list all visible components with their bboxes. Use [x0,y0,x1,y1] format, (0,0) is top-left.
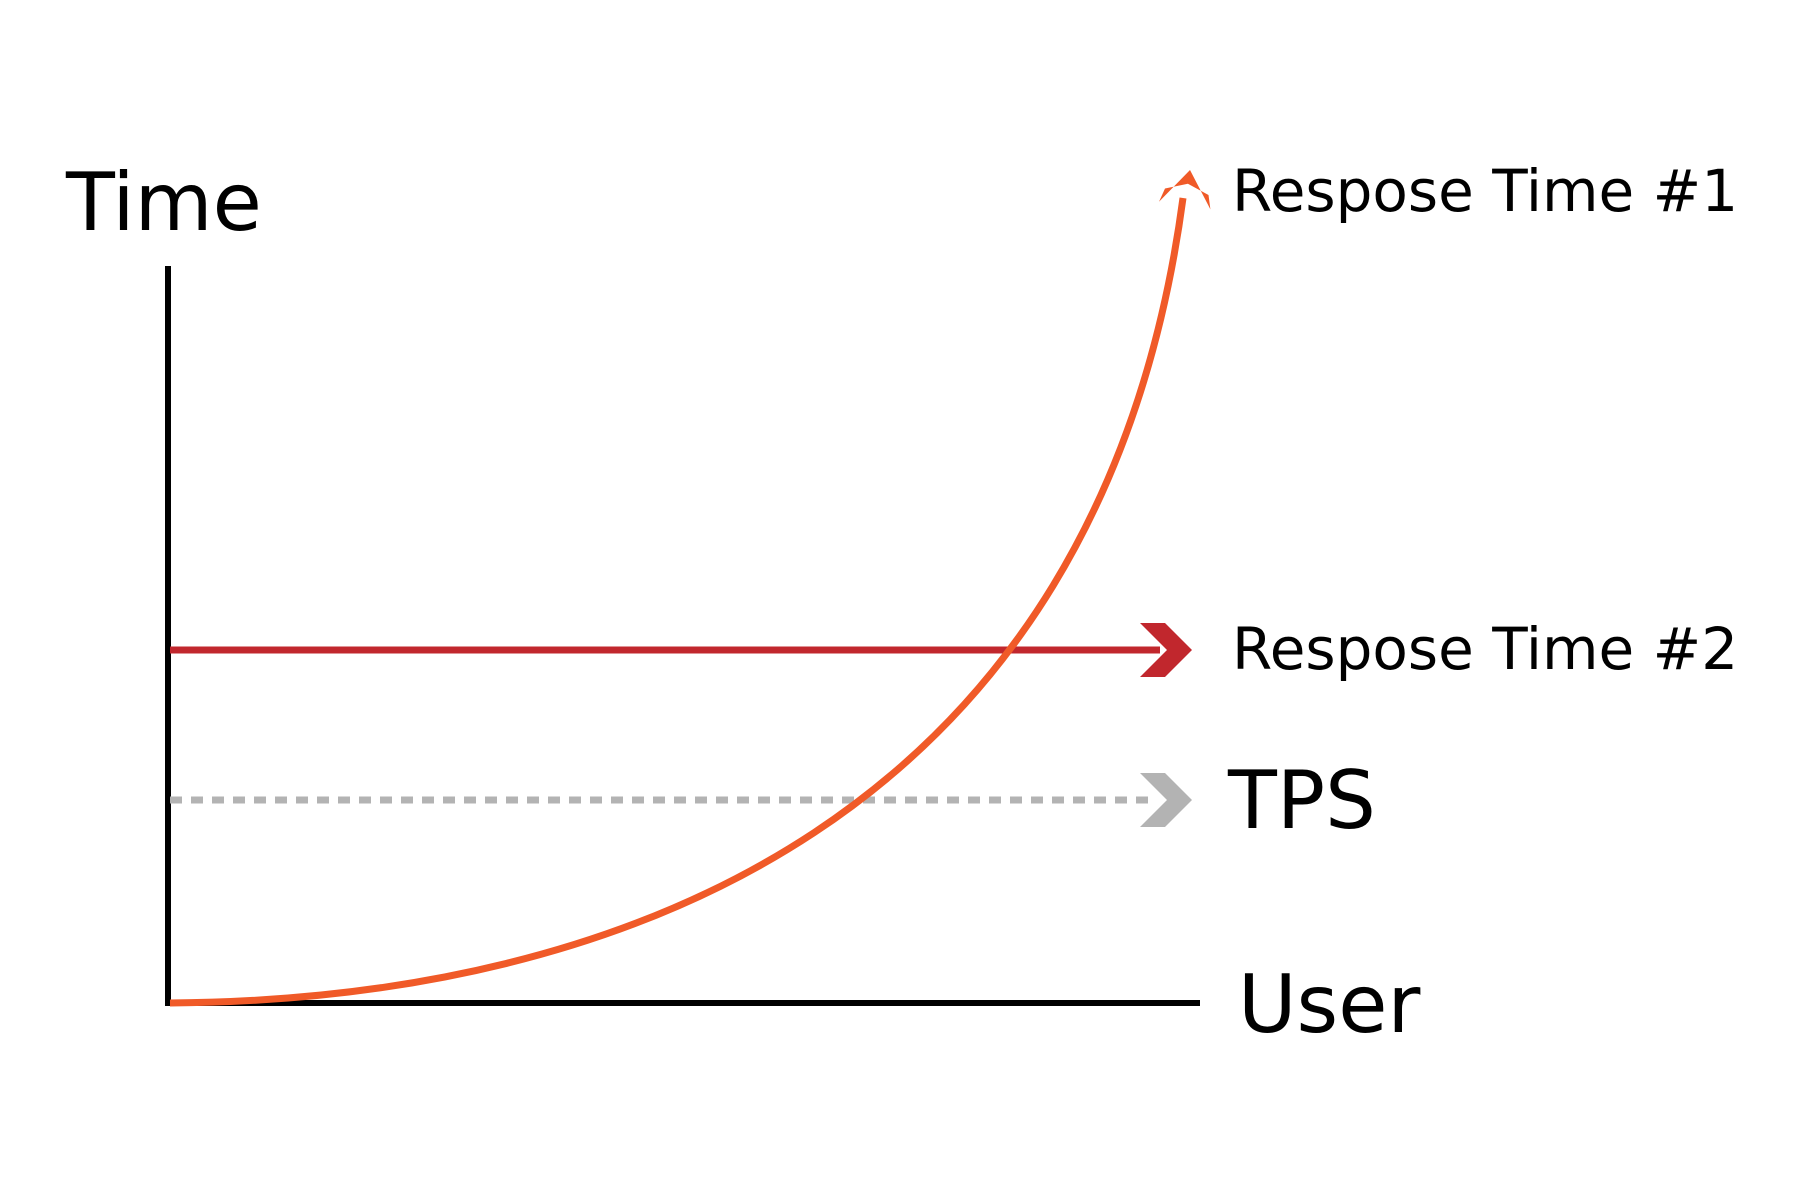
response-time-1-arrowhead-icon [1159,170,1211,210]
tps-label: TPS [1227,754,1376,847]
response-time-2-arrowhead-icon [1140,623,1192,677]
response-time-2-label: Respose Time #2 [1232,615,1738,683]
response-time-1-curve [169,197,1187,1007]
response-time-1-label: Respose Time #1 [1232,157,1738,225]
y-axis-label: Time [65,156,262,249]
tps-arrowhead-icon [1140,773,1192,827]
x-axis-label: User [1238,958,1420,1051]
